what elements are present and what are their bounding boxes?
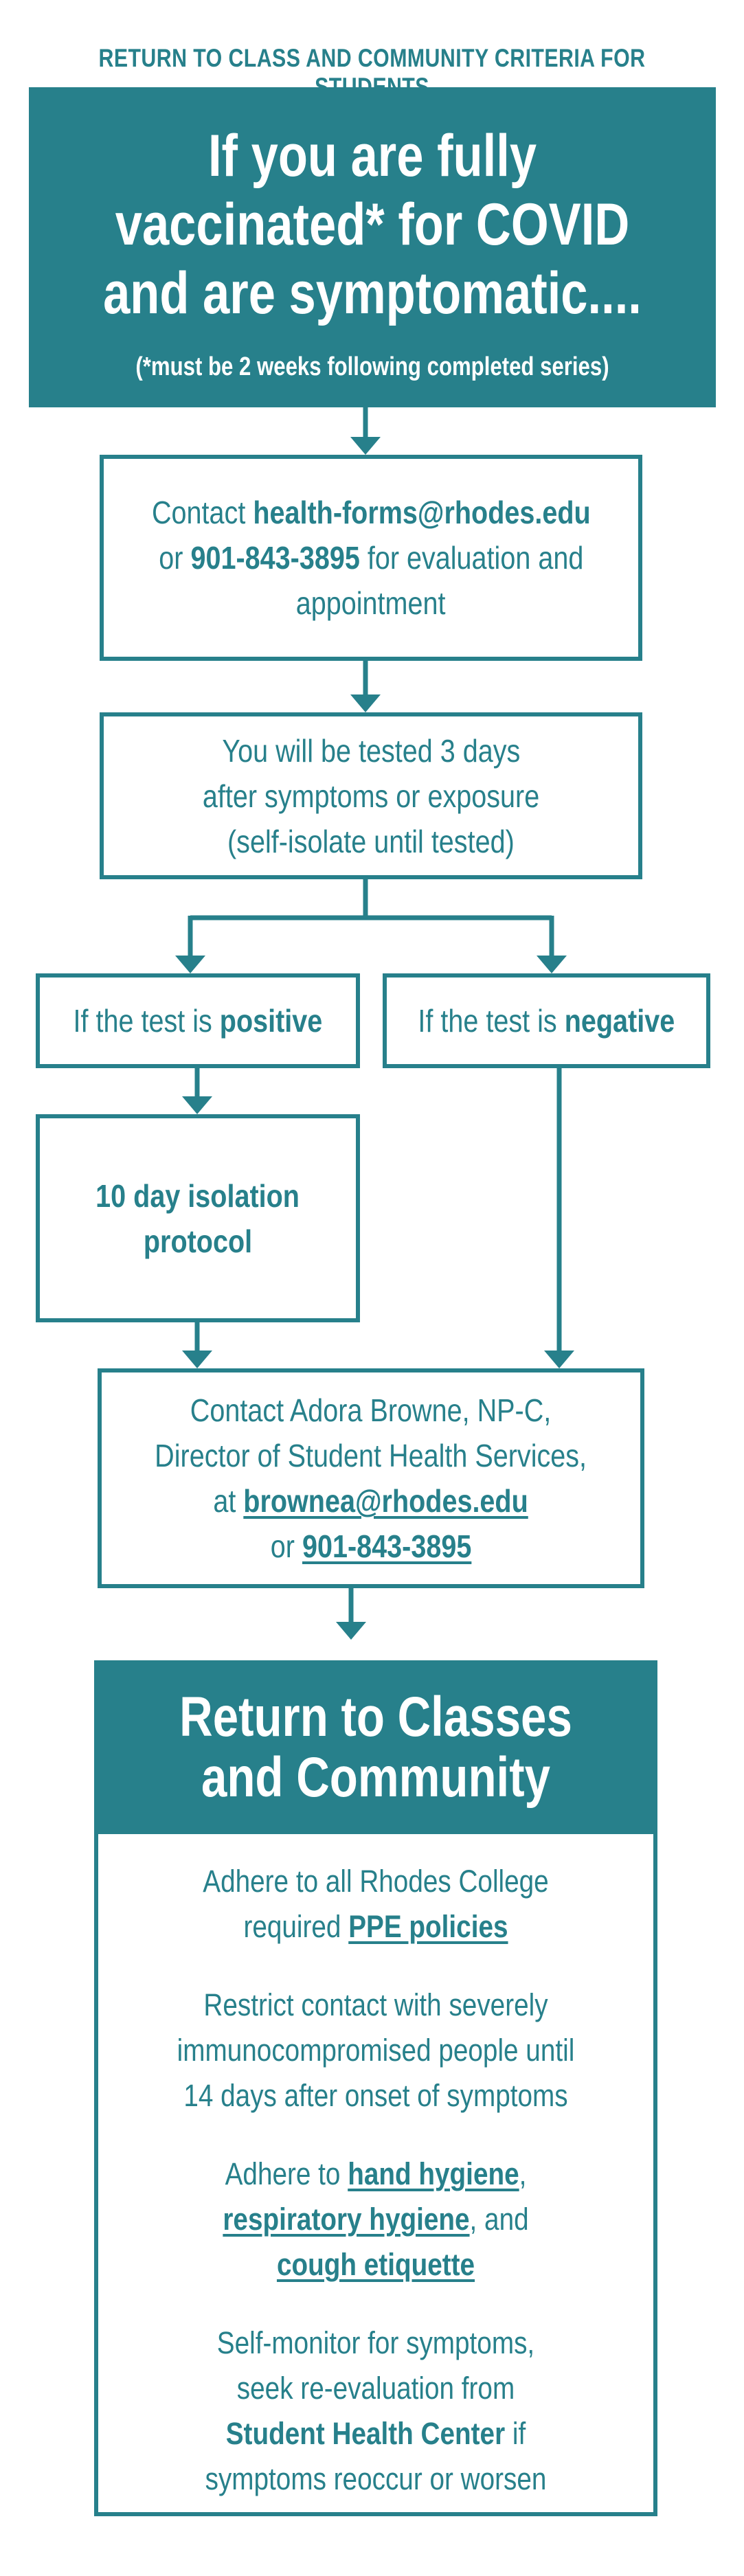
isolation-line: protocol	[143, 1223, 253, 1259]
criteria-line: seek re-evaluation from	[236, 2371, 515, 2406]
negative-result-box: If the test is negative	[383, 973, 710, 1068]
return-banner: Return to Classes and Community	[94, 1660, 657, 1834]
ppe-policies-link[interactable]: PPE policies	[348, 1909, 508, 1944]
header-title-line: vaccinated* for COVID	[115, 192, 630, 258]
positive-word: positive	[219, 1003, 323, 1039]
respiratory-hygiene-link[interactable]: respiratory hygiene	[223, 2202, 470, 2237]
criteria-text: if	[505, 2416, 526, 2451]
positive-label: If the test is positive	[74, 998, 323, 1043]
tested-line: You will be tested 3 days	[221, 732, 520, 769]
tested-line: after symptoms or exposure	[202, 778, 540, 814]
header-title-line: If you are fully	[207, 123, 537, 189]
student-health-center-name: Student Health Center	[225, 2416, 506, 2451]
arrowhead-icon	[350, 437, 381, 455]
arrowhead-icon	[182, 1096, 212, 1114]
negative-text: If the test is	[418, 1003, 565, 1039]
criteria-line: required PPE policies	[137, 1904, 615, 1950]
return-title-line: and Community	[201, 1745, 551, 1809]
contact-text: for evaluation and	[359, 540, 584, 576]
criteria-line: Adhere to hand hygiene,	[137, 2151, 615, 2197]
contact-line: Contact health-forms@rhodes.edu	[152, 490, 591, 535]
header-note: (*must be 2 weeks following completed se…	[135, 352, 609, 381]
criteria-restrict-contact: Restrict contact with severely immunocom…	[98, 1982, 653, 2119]
director-line: Director of Student Health Services,	[155, 1438, 587, 1473]
contact-text: Contact	[151, 495, 253, 530]
criteria-line: symptoms reoccur or worsen	[205, 2461, 547, 2496]
criteria-hygiene: Adhere to hand hygiene, respiratory hygi…	[98, 2151, 653, 2287]
criteria-line: Student Health Center if	[137, 2411, 615, 2456]
criteria-line: 14 days after onset of symptoms	[183, 2078, 568, 2113]
arrowhead-icon	[182, 1351, 212, 1368]
tested-box: You will be tested 3 days after symptoms…	[100, 712, 642, 879]
arrowhead-icon	[175, 956, 205, 973]
cough-etiquette-link[interactable]: cough etiquette	[276, 2247, 475, 2282]
header-title: If you are fully vaccinated* for COVID a…	[91, 122, 654, 328]
return-criteria-box: Adhere to all Rhodes College required PP…	[94, 1830, 657, 2516]
negative-label: If the test is negative	[418, 998, 675, 1043]
header-banner: If you are fully vaccinated* for COVID a…	[29, 87, 716, 407]
criteria-line: Self-monitor for symptoms,	[216, 2325, 535, 2360]
hand-hygiene-link[interactable]: hand hygiene	[348, 2156, 519, 2191]
tested-line: (self-isolate until tested)	[227, 823, 515, 859]
brownea-email-link[interactable]: brownea@rhodes.edu	[243, 1483, 529, 1519]
criteria-text: ,	[519, 2156, 527, 2191]
criteria-ppe: Adhere to all Rhodes College required PP…	[98, 1859, 653, 1950]
page-top-title: RETURN TO CLASS AND COMMUNITY CRITERIA F…	[98, 44, 646, 101]
criteria-line: respiratory hygiene, and	[137, 2197, 615, 2242]
arrowhead-icon	[544, 1351, 574, 1368]
contact-health-forms-box: Contact health-forms@rhodes.edu or 901-8…	[100, 455, 642, 661]
phone-number[interactable]: 901-843-3895	[190, 540, 360, 576]
contact-text: or	[158, 540, 191, 576]
criteria-line: Restrict contact with severely	[203, 1987, 548, 2022]
isolation-protocol-box: 10 day isolation protocol	[36, 1114, 360, 1322]
director-phone-link[interactable]: 901-843-3895	[302, 1528, 472, 1564]
director-line: at brownea@rhodes.edu	[214, 1478, 528, 1524]
director-line: Contact Adora Browne, NP-C,	[190, 1392, 552, 1428]
negative-word: negative	[564, 1003, 675, 1039]
criteria-text: Adhere to	[225, 2156, 348, 2191]
header-title-line: and are symptomatic....	[103, 260, 642, 326]
criteria-line: Adhere to all Rhodes College	[203, 1864, 549, 1899]
criteria-line: cough etiquette	[137, 2242, 615, 2287]
health-forms-email-link[interactable]: health-forms@rhodes.edu	[252, 495, 591, 530]
director-line: or 901-843-3895	[271, 1524, 472, 1569]
criteria-text: , and	[469, 2202, 529, 2237]
director-contact-box: Contact Adora Browne, NP-C, Director of …	[98, 1368, 644, 1588]
criteria-self-monitor: Self-monitor for symptoms, seek re-evalu…	[98, 2320, 653, 2502]
criteria-text: required	[243, 1909, 349, 1944]
director-text: or	[270, 1528, 302, 1564]
criteria-line: immunocompromised people until	[177, 2033, 575, 2068]
isolation-line: 10 day isolation	[95, 1177, 300, 1214]
director-text: at	[213, 1483, 244, 1519]
arrowhead-icon	[336, 1622, 366, 1640]
positive-text: If the test is	[73, 1003, 220, 1039]
return-title-line: Return to Classes	[179, 1685, 572, 1748]
contact-line: or 901-843-3895 for evaluation and	[159, 535, 583, 580]
positive-result-box: If the test is positive	[36, 973, 360, 1068]
arrowhead-icon	[350, 694, 381, 712]
arrowhead-icon	[537, 956, 567, 973]
contact-line: appointment	[296, 585, 446, 621]
